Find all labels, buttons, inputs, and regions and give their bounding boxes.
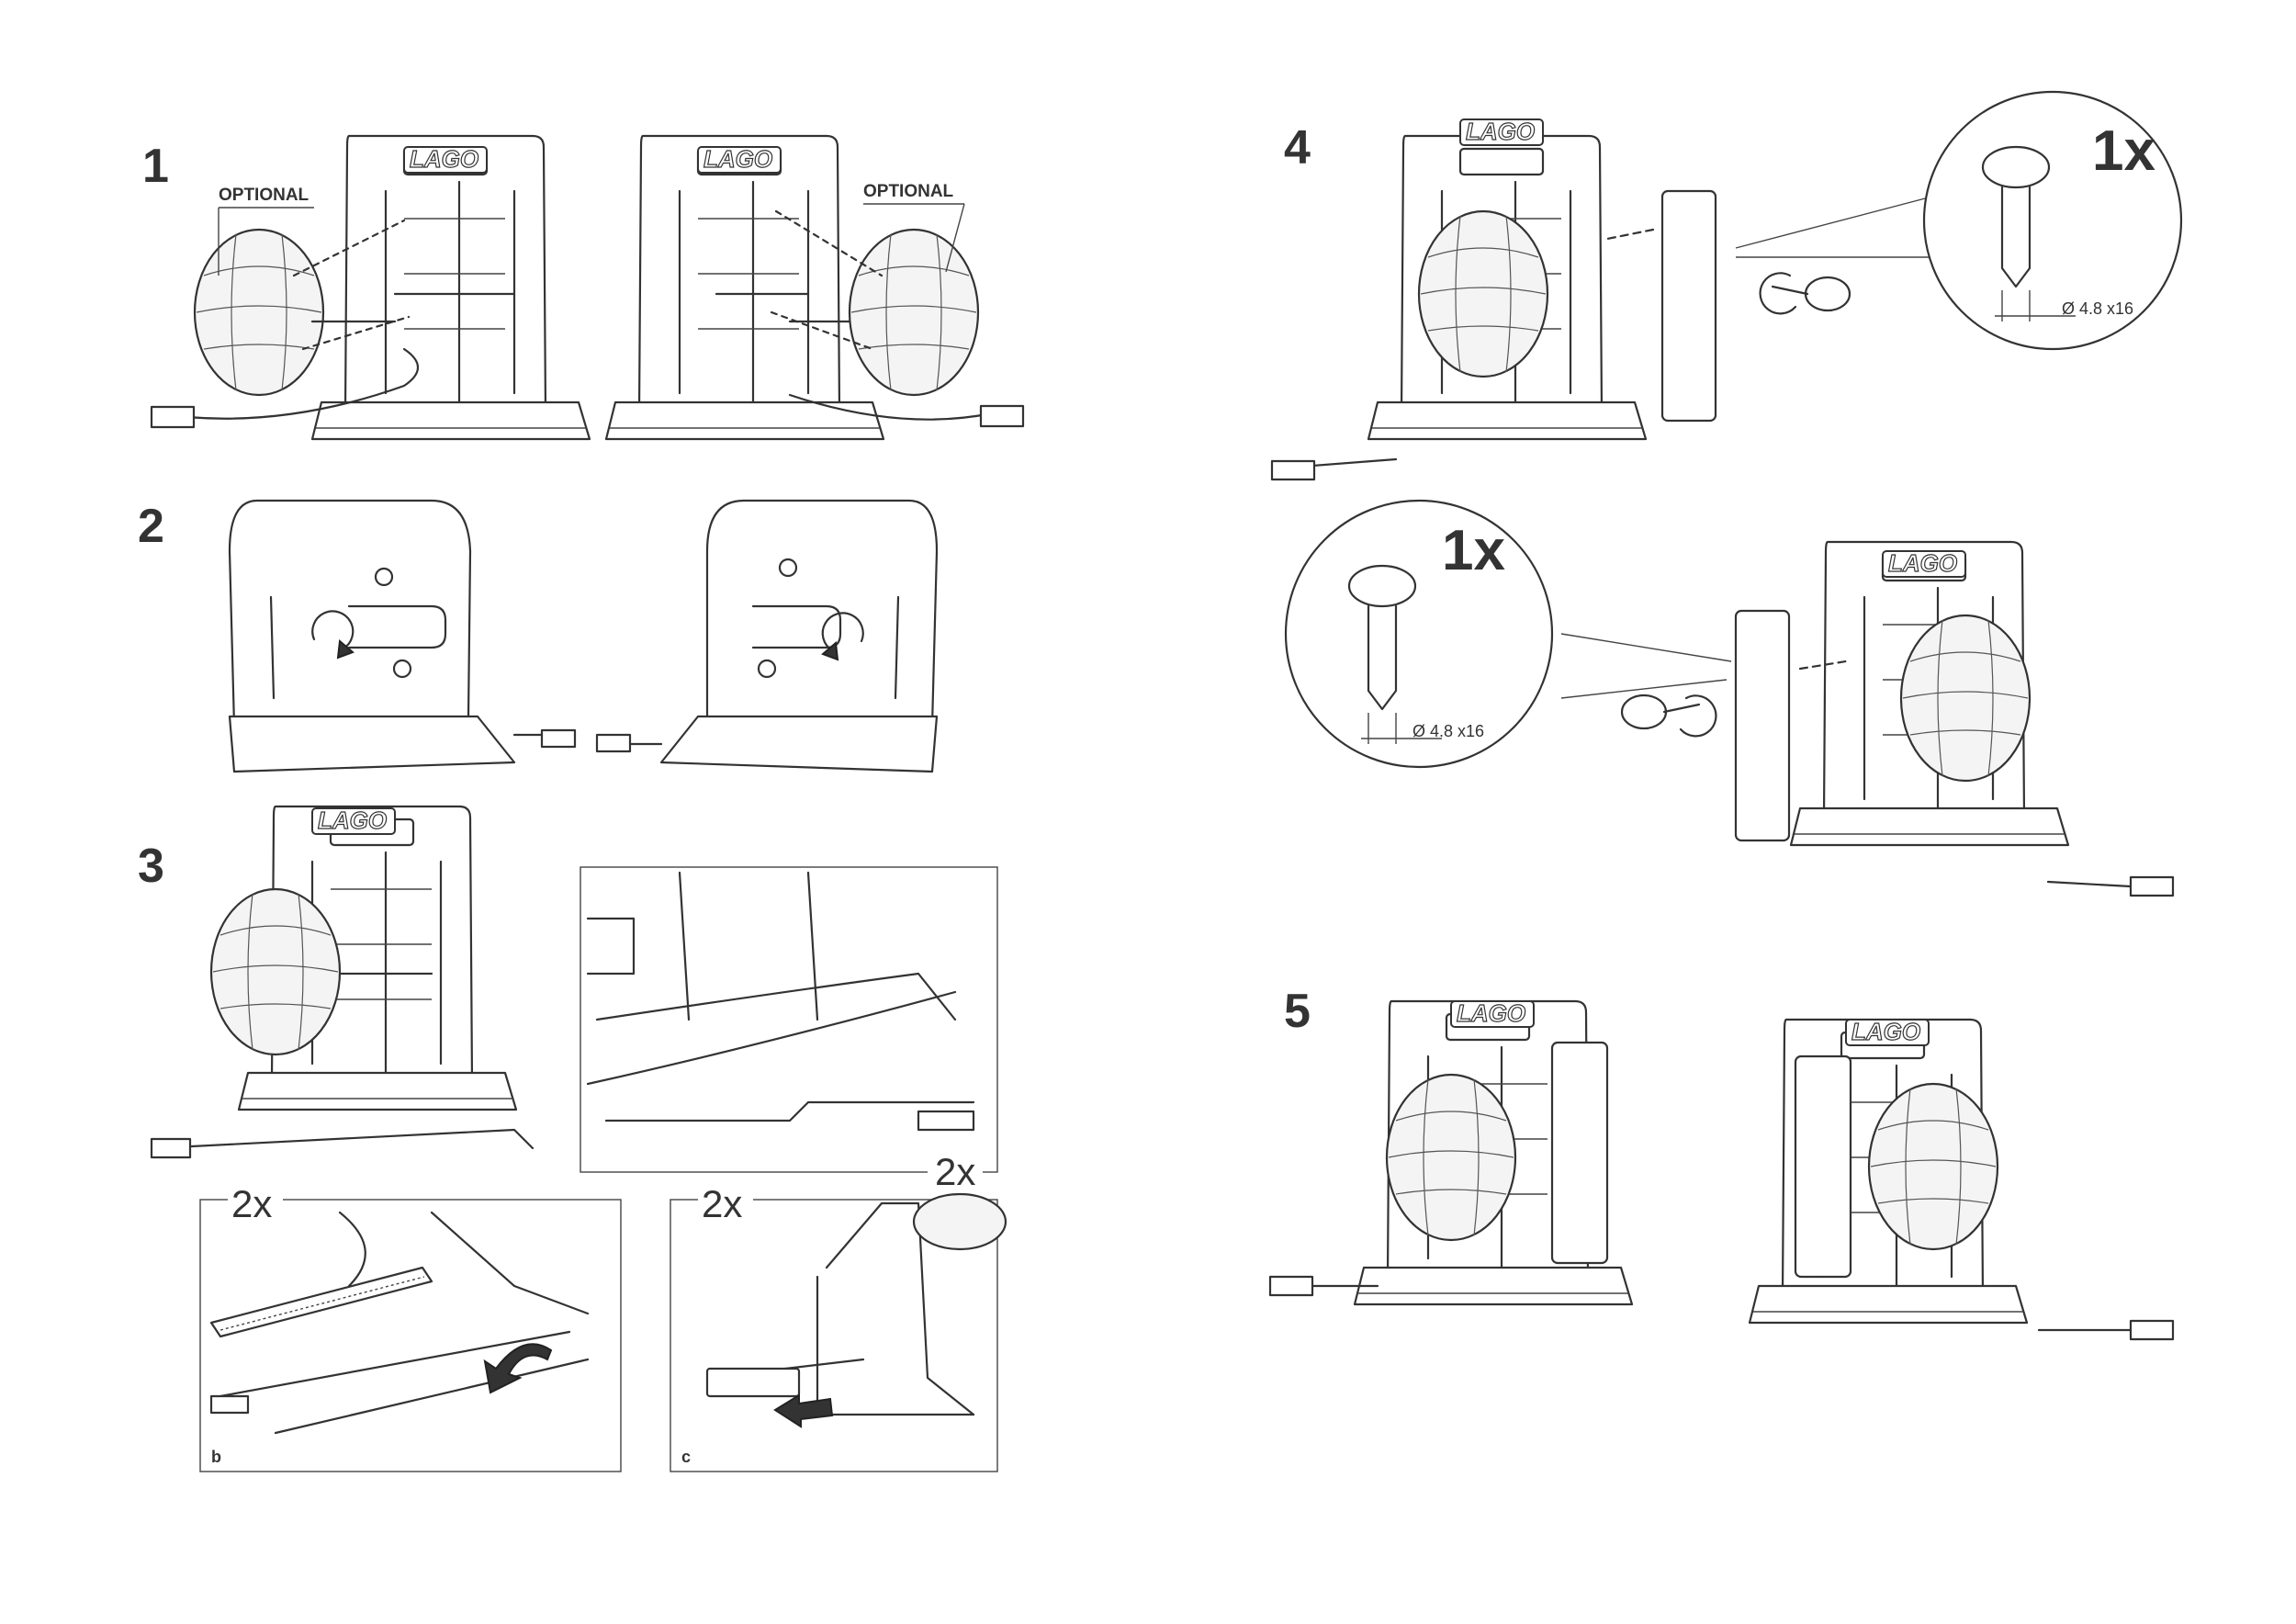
brand-logo: LAGO [318,806,387,834]
inset-b-letter: b [211,1448,221,1466]
brand-logo: LAGO [1457,999,1525,1027]
rotate-arrow-icon [1759,272,1797,315]
mounting-bracket [1734,609,1791,842]
step3-inset-top [580,866,998,1173]
step5-right-view: LAGO [1748,1017,2175,1341]
lamp-icon [1417,209,1549,378]
optional-label-left: OPTIONAL [219,186,310,205]
screw-quantity: 1x [2092,119,2155,183]
push-arrow-icon [483,1343,553,1394]
step4-main-view: LAGO [1270,117,1938,481]
lamp-icon [209,887,342,1056]
brand-logo: LAGO [1851,1018,1920,1045]
rotate-arrow-icon [1679,694,1717,738]
step-number-5: 5 [1284,985,1311,1038]
screw-icon [374,567,394,587]
screw-icon [392,659,412,679]
screw-quantity: 1x [1442,519,1505,582]
screw-icon [1771,276,1851,312]
mounting-bracket [1550,1041,1609,1265]
step3-main-view: LAGO [150,805,535,1159]
step-number-3: 3 [138,840,164,893]
screw-icon [778,558,798,578]
step4b-main-view: LAGO [1560,540,2175,897]
step-number-2: 2 [138,500,164,553]
cable [788,393,994,421]
cable-plug-icon [705,1367,801,1398]
inset-top-count: 2x [935,1150,975,1193]
inset-c-count: 2x [702,1182,742,1225]
screw-icon [1620,694,1701,730]
screw-icon [757,659,777,679]
screw-dimension: Ø 4.8 x16 [1412,722,1484,740]
lamp-icon [1867,1082,1999,1251]
step-number-4: 4 [1284,121,1311,175]
mounting-bracket [1794,1054,1852,1279]
step4b-screw-callout: Ø 4.8 x16 [1284,499,1554,769]
cable [154,347,420,420]
brand-logo: LAGO [1888,549,1957,577]
step1-right-holder: LAGO [604,134,1025,441]
lamp-icon [193,228,325,397]
screw-dimension: Ø 4.8 x16 [2062,299,2133,318]
brand-logo: LAGO [1466,118,1535,145]
brand-logo: LAGO [410,145,478,173]
cable-plug-icon [979,404,1025,428]
step3-inset-b [199,1199,622,1472]
lamp-icon [1899,614,2032,783]
inset-b-count: 2x [231,1182,272,1225]
rotate-arrow-icon [821,612,864,661]
step5-left-view: LAGO [1268,998,1634,1306]
step2-right-view [595,499,939,773]
step2-left-view [228,499,577,773]
lamp-icon [848,228,980,397]
step-number-1: 1 [142,140,169,193]
cable-plug-icon [150,405,196,429]
mounting-bracket [1660,189,1717,423]
optional-label-right: OPTIONAL [863,182,954,201]
inset-c-letter: c [681,1448,691,1466]
push-arrow-icon [773,1393,834,1428]
lamp-icon [1385,1073,1517,1242]
step1-left-holder: LAGO [150,134,591,441]
step3-inset-c [670,1192,1007,1472]
step4-screw-callout: Ø 4.8 x16 [1922,90,2183,351]
brand-logo: LAGO [703,145,772,173]
rotate-arrow-icon [311,610,355,660]
